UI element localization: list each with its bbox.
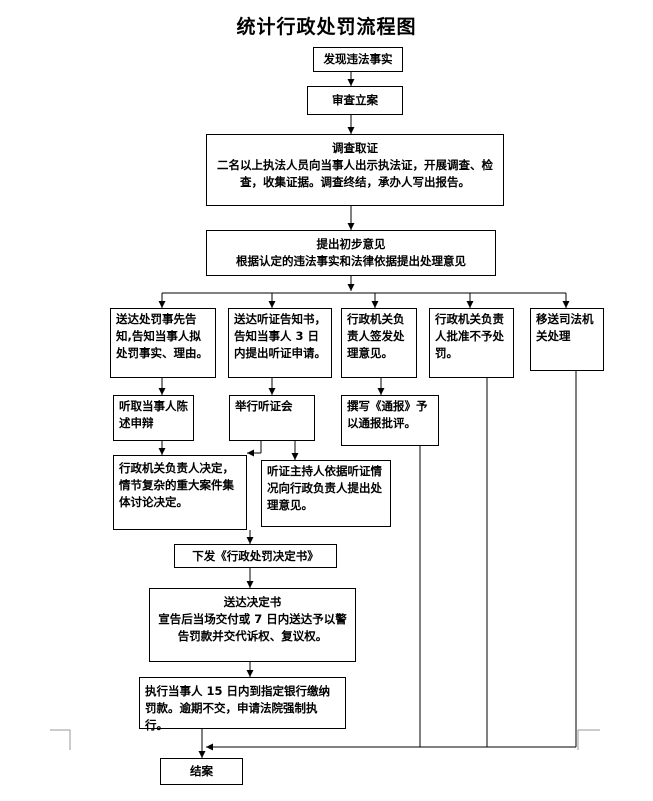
step-hold-hearing: 举行听证会 bbox=[229, 395, 315, 441]
step-initial-opinion: 提出初步意见 根据认定的违法事实和法律依据提出处理意见 bbox=[206, 230, 496, 276]
step-deliver-decision: 送达决定书 宣告后当场交付或 7 日内送达予以警告罚款并交代诉权、复议权。 bbox=[149, 588, 356, 662]
investigate-heading: 调查取证 bbox=[332, 141, 378, 155]
opinion-body: 根据认定的违法事实和法律依据提出处理意见 bbox=[236, 254, 466, 268]
step-discover-violation: 发现违法事实 bbox=[313, 47, 403, 72]
step-execute: 执行当事人 15 日内到指定银行缴纳罚款。逾期不交，申请法院强制执行。 bbox=[139, 677, 346, 732]
step-close-case: 结案 bbox=[160, 758, 243, 785]
branch-head-sign: 行政机关负责人签发处理意见。 bbox=[341, 308, 417, 378]
step-issue-decision: 下发《行政处罚决定书》 bbox=[174, 544, 337, 568]
step-write-notice: 撰写《通报》予以通报批评。 bbox=[341, 395, 439, 446]
branch-prior-notice: 送达处罚事先告知,告知当事人拟处罚事实、理由。 bbox=[110, 308, 216, 378]
opinion-heading: 提出初步意见 bbox=[316, 237, 386, 251]
branch-no-penalty: 行政机关负责人批准不予处罚。 bbox=[429, 308, 514, 378]
investigate-body: 二名以上执法人员向当事人出示执法证，开展调查、检查，收集证据。调查终结，承办人写… bbox=[217, 158, 493, 189]
branch-hearing-notice: 送达听证告知书，告知当事人 3 日内提出听证申请。 bbox=[228, 308, 332, 378]
step-investigate: 调查取证 二名以上执法人员向当事人出示执法证，开展调查、检查，收集证据。调查终结… bbox=[206, 134, 504, 206]
step-host-opinion: 听证主持人依据听证情况向行政负责人提出处理意见。 bbox=[261, 460, 391, 527]
step-review-register: 审查立案 bbox=[307, 86, 403, 115]
crop-marks bbox=[50, 729, 600, 750]
step-collective-decision: 行政机关负责人决定，情节复杂的重大案件集体讨论决定。 bbox=[113, 455, 247, 530]
deliver-heading: 送达决定书 bbox=[223, 595, 282, 609]
step-hear-defense: 听取当事人陈述申辩 bbox=[113, 395, 194, 441]
page-title: 统计行政处罚流程图 bbox=[236, 16, 417, 38]
deliver-body: 宣告后当场交付或 7 日内送达予以警告罚款并交代诉权、复议权。 bbox=[158, 612, 347, 643]
branch-judicial-transfer: 移送司法机关处理 bbox=[530, 308, 604, 371]
